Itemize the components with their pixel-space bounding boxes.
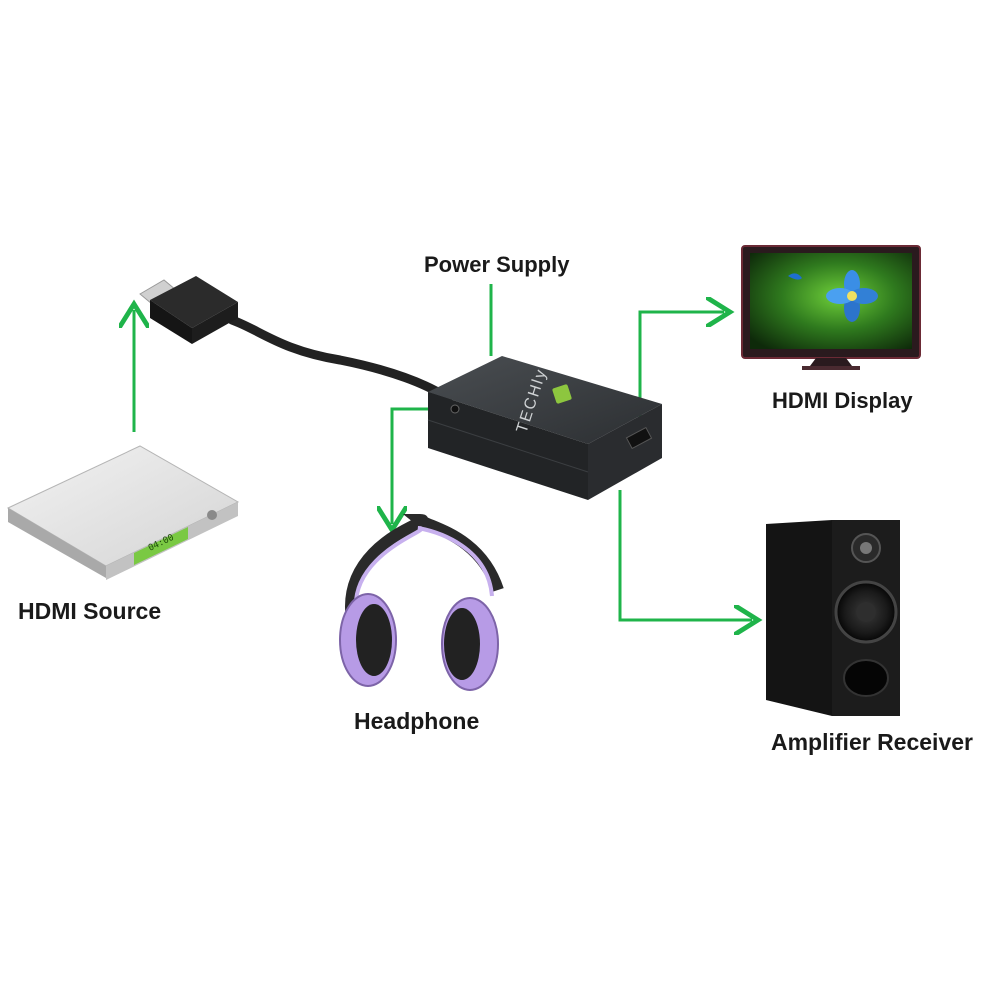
power-supply-label: Power Supply: [424, 252, 570, 277]
tv-icon: [741, 245, 921, 370]
headphone-label: Headphone: [354, 708, 480, 734]
amplifier-receiver-label: Amplifier Receiver: [771, 729, 973, 755]
hdmi-source-label: HDMI Source: [18, 598, 162, 624]
hdmi-display-label: HDMI Display: [772, 388, 913, 413]
hdmi-source-box-icon: 04:00: [6, 445, 240, 580]
brand-logo-mark: [552, 384, 572, 404]
arrow-to-amplifier: [618, 490, 752, 620]
audio-extractor-icon: TECHly: [427, 356, 662, 500]
source-lcd: [134, 527, 188, 565]
speaker-icon: [766, 520, 900, 716]
hdmi-plug-icon: [139, 276, 453, 403]
arrow-to-headphone: [392, 407, 436, 524]
headphones-icon: [339, 513, 504, 691]
arrow-to-display: [638, 312, 724, 440]
